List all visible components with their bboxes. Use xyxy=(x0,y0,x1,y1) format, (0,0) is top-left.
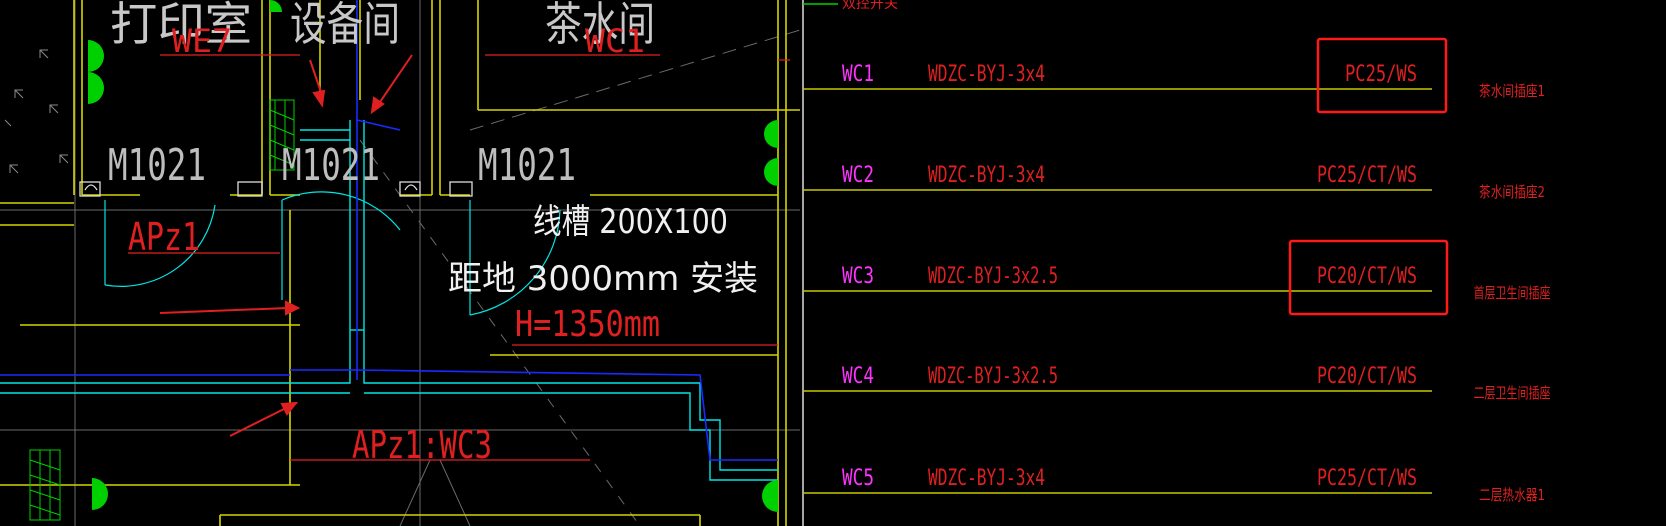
distribution-board-apz1 xyxy=(29,99,295,521)
pointer-arrows xyxy=(159,54,413,437)
arrow-head-2 xyxy=(370,96,385,115)
circuit-id: WC3 xyxy=(842,264,874,289)
wire-tag: WC1 xyxy=(585,22,645,60)
cable-spec: WDZC-BYJ-3x4 xyxy=(928,466,1045,491)
conduit-spec: PC20/CT/WS xyxy=(1317,364,1417,389)
wire-tags: WE7 WC1 xyxy=(172,22,645,60)
conduit-spec: PC20/CT/WS xyxy=(1317,264,1417,289)
door-label: M1021 xyxy=(108,140,206,191)
height-note: 距地 3000mm 安装 xyxy=(448,259,758,299)
conduit-spec: PC25/WS xyxy=(1345,62,1417,87)
room-labels: 打印室 设备间 茶水间 xyxy=(110,0,655,51)
top-label: 双控开关 xyxy=(842,0,898,12)
load-description: 二层热水器1 xyxy=(1479,486,1545,504)
load-description: 首层卫生间插座 xyxy=(1474,284,1551,302)
trough-note: 线槽 200X100 xyxy=(533,202,728,242)
room-label: 茶水间 xyxy=(545,0,655,51)
mount-height: H=1350mm xyxy=(515,304,660,345)
door-labels: M1021 M1021 M1021 xyxy=(108,140,576,191)
load-description: 茶水间插座2 xyxy=(1479,183,1545,201)
cable-spec: WDZC-BYJ-3x2.5 xyxy=(928,364,1058,389)
door-swings xyxy=(104,191,561,316)
wire-tag: WE7 xyxy=(172,22,232,60)
arrow-head-1 xyxy=(312,89,326,108)
door-label: M1021 xyxy=(478,140,576,191)
highlight-box xyxy=(1316,37,1448,114)
room-label: 设备间 xyxy=(290,0,400,51)
conduits xyxy=(0,0,778,461)
door-frames xyxy=(79,181,473,197)
sockets xyxy=(88,0,778,512)
door-label: M1021 xyxy=(282,140,380,191)
construction-lines xyxy=(0,0,801,526)
cable-spec: WDZC-BYJ-3x4 xyxy=(928,163,1045,188)
room-label: 打印室 xyxy=(110,0,252,51)
circuit-id: WC5 xyxy=(842,466,874,491)
circuit-id: WC1 xyxy=(842,62,874,87)
cable-spec: WDZC-BYJ-3x4 xyxy=(928,62,1045,87)
highlight-box xyxy=(1288,239,1449,316)
load-description: 二层卫生间插座 xyxy=(1474,384,1551,402)
feed-label: APz1:WC3 xyxy=(352,423,492,467)
circuit-id: WC4 xyxy=(842,364,874,389)
panel-label: APz1 xyxy=(128,215,200,259)
cable-spec: WDZC-BYJ-3x2.5 xyxy=(928,264,1058,289)
tag-leaders xyxy=(128,54,790,461)
cable-trough xyxy=(0,120,778,481)
conduit-spec: PC25/CT/WS xyxy=(1317,466,1417,491)
hatch-arrows xyxy=(4,49,69,174)
conduit-spec: PC25/CT/WS xyxy=(1317,163,1417,188)
arrow-head-4 xyxy=(280,401,299,416)
circuit-id: WC2 xyxy=(842,163,874,188)
load-description: 茶水间插座1 xyxy=(1479,82,1545,100)
arrow-head-3 xyxy=(285,300,301,316)
floor-plan: 打印室 设备间 茶水间 M1021 M1021 M1021 WE7 WC1 AP… xyxy=(0,0,801,526)
